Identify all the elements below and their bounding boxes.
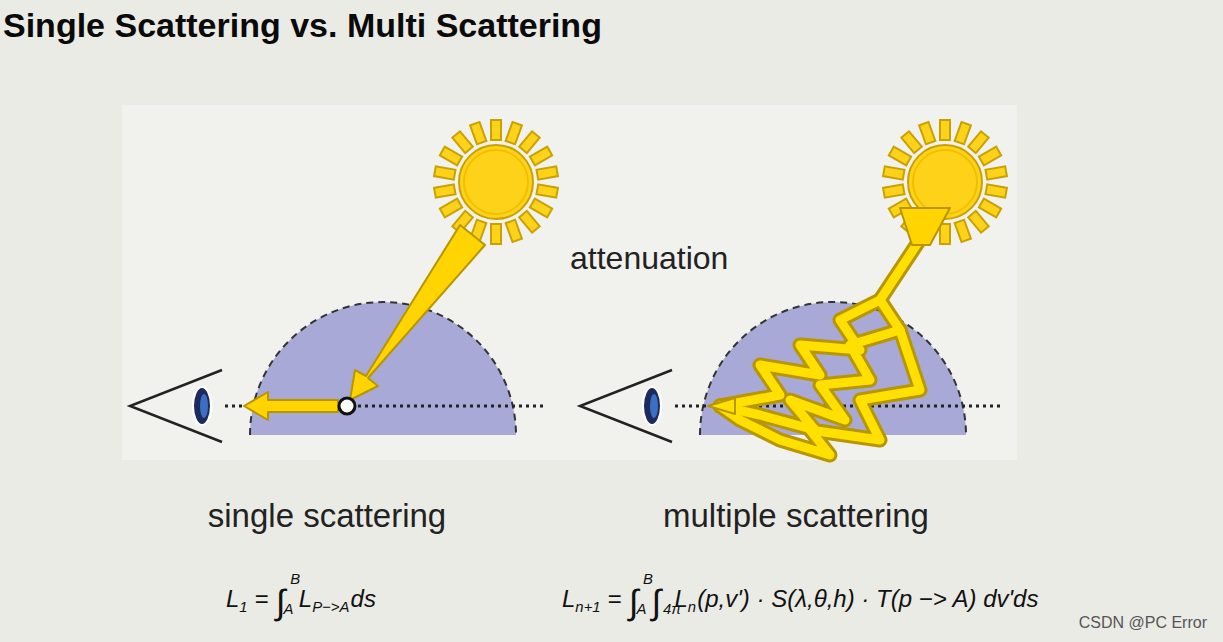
formula: Ln+1=∫BA∫4πLn(p,v') · S(λ,θ,h) · T(p −> … bbox=[562, 585, 1038, 620]
sun-beam bbox=[244, 225, 485, 420]
integral: ∫4π bbox=[652, 585, 662, 620]
formula-part: = bbox=[255, 585, 269, 612]
caption-label: multiple scattering bbox=[663, 497, 929, 535]
scatter-paths bbox=[708, 208, 950, 455]
annotation: attenuation bbox=[570, 240, 728, 277]
atmosphere bbox=[250, 302, 516, 435]
sun bbox=[883, 120, 1007, 244]
formula-part: L bbox=[562, 585, 575, 612]
scatter-point bbox=[339, 398, 355, 414]
formula-part: (p,v') · S(λ,θ,h) · T(p −> A) dv'ds bbox=[697, 585, 1038, 612]
integral-sign: ∫ bbox=[652, 582, 662, 621]
formula-part: P−>A bbox=[312, 599, 349, 615]
watermark: CSDN @PC Error bbox=[1079, 614, 1207, 632]
eye bbox=[580, 370, 672, 442]
integral-limit: B bbox=[643, 572, 653, 587]
integral-limit: B bbox=[290, 572, 300, 587]
formula-part: ds bbox=[351, 585, 376, 612]
formula-part: L bbox=[299, 585, 312, 612]
integral-limit: A bbox=[636, 602, 646, 617]
formula-part: L bbox=[226, 585, 239, 612]
sun bbox=[434, 120, 558, 244]
title: Single Scattering vs. Multi Scattering bbox=[3, 6, 602, 45]
integral-limit: A bbox=[283, 602, 293, 617]
integral: ∫BA bbox=[629, 585, 639, 620]
eye bbox=[130, 370, 222, 442]
integral-limit: 4π bbox=[663, 602, 681, 617]
caption-label: single scattering bbox=[208, 497, 446, 535]
formula-part: = bbox=[608, 585, 622, 612]
atmosphere-edge bbox=[250, 302, 516, 435]
formula: L1=∫BALP−>Ads bbox=[226, 585, 376, 620]
formula-part: 1 bbox=[239, 599, 247, 615]
integral: ∫BA bbox=[276, 585, 286, 620]
panel bbox=[122, 105, 1017, 460]
formula-part: n bbox=[688, 599, 696, 615]
formula-part: n+1 bbox=[575, 599, 600, 615]
